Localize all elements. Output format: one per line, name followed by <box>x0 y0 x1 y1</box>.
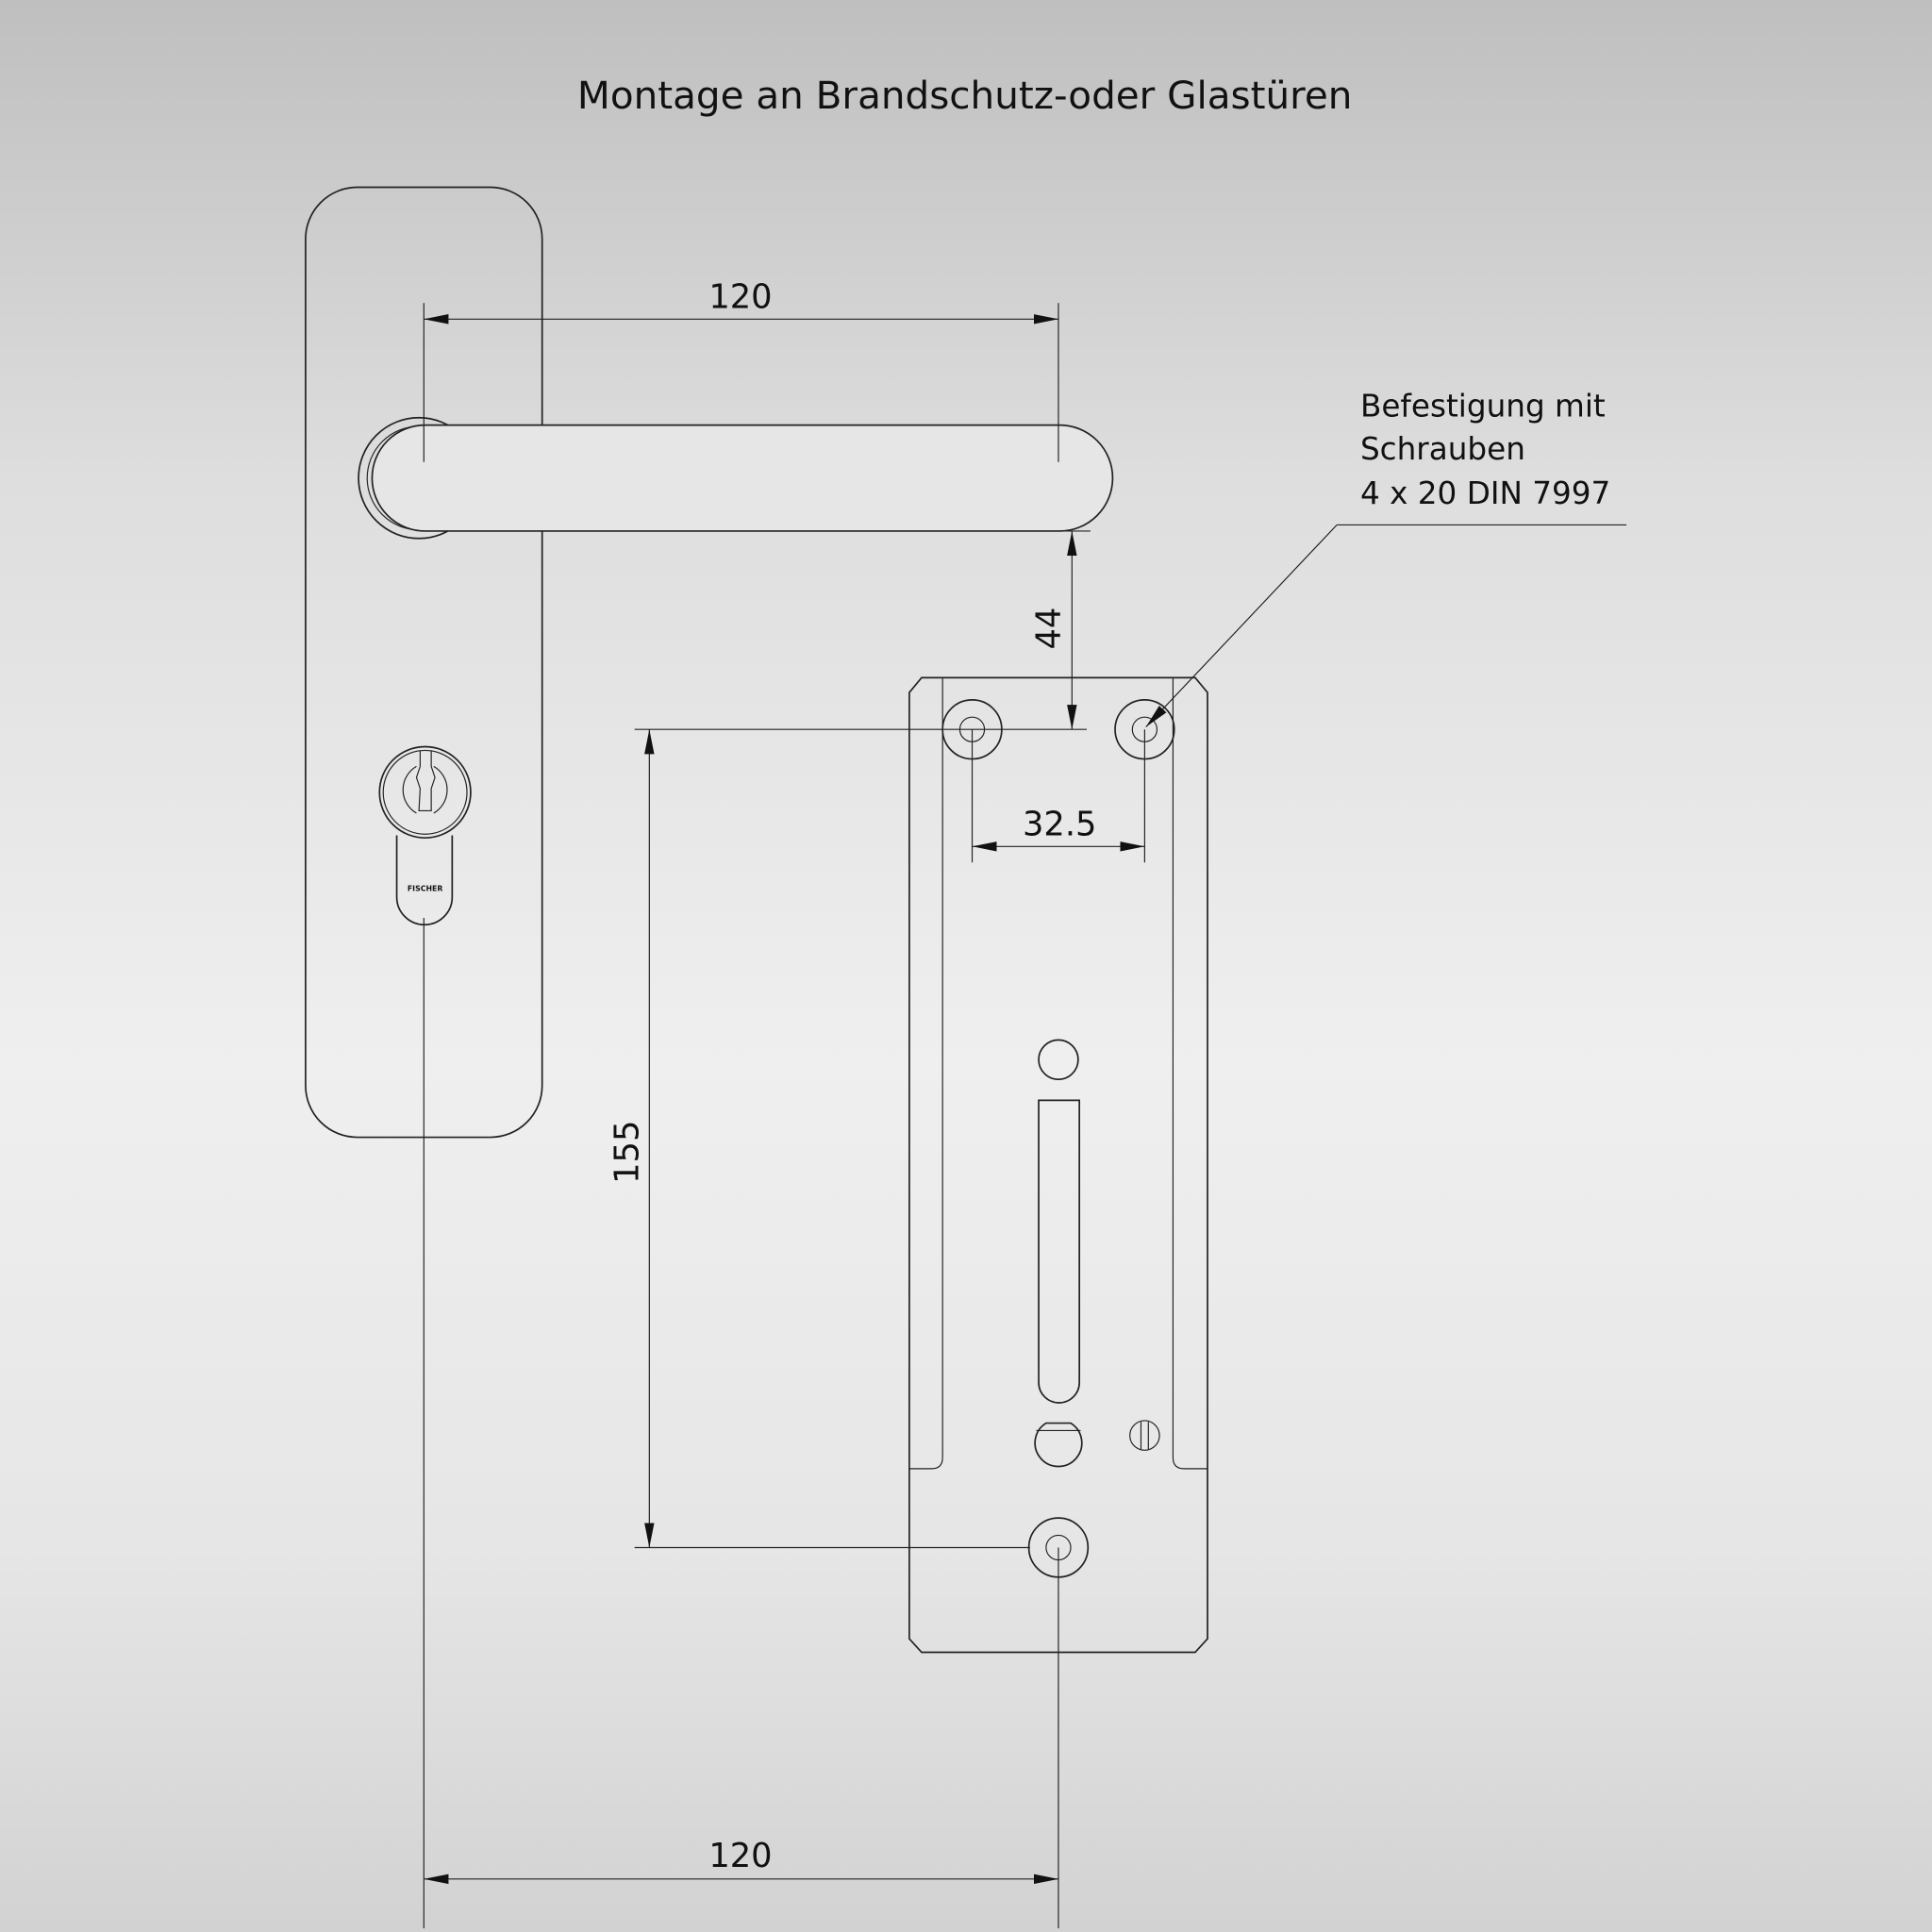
mounting-plate <box>908 676 1208 1654</box>
annotation-line: 4 x 20 DIN 7997 <box>1360 475 1610 511</box>
diagram-title: Montage an Brandschutz-oder Glastüren <box>577 73 1353 118</box>
annotation-line: Schrauben <box>1360 431 1525 467</box>
lock-cylinder: FISCHER <box>378 745 472 926</box>
annotation-line: Befestigung mit <box>1360 388 1606 424</box>
dimension-label: 44 <box>1029 608 1068 650</box>
cylinder-brand: FISCHER <box>408 884 443 892</box>
dimension-lever-length: 120 <box>423 278 1059 462</box>
dimension-label: 120 <box>708 1837 772 1875</box>
dimension-label: 32.5 <box>1023 806 1097 844</box>
dimension-lever-to-screw: 44 <box>1029 530 1091 730</box>
dimension-label: 120 <box>708 278 772 317</box>
dimension-label: 155 <box>608 1121 647 1184</box>
screw-annotation: Befestigung mit Schrauben 4 x 20 DIN 799… <box>1145 388 1627 728</box>
dimension-screw-spacing: 32.5 <box>971 729 1145 863</box>
lever-handle <box>358 416 1114 540</box>
dimension-screw-vertical: 155 <box>608 728 1087 1549</box>
dimension-bottom-distance: 120 <box>423 918 1059 1929</box>
